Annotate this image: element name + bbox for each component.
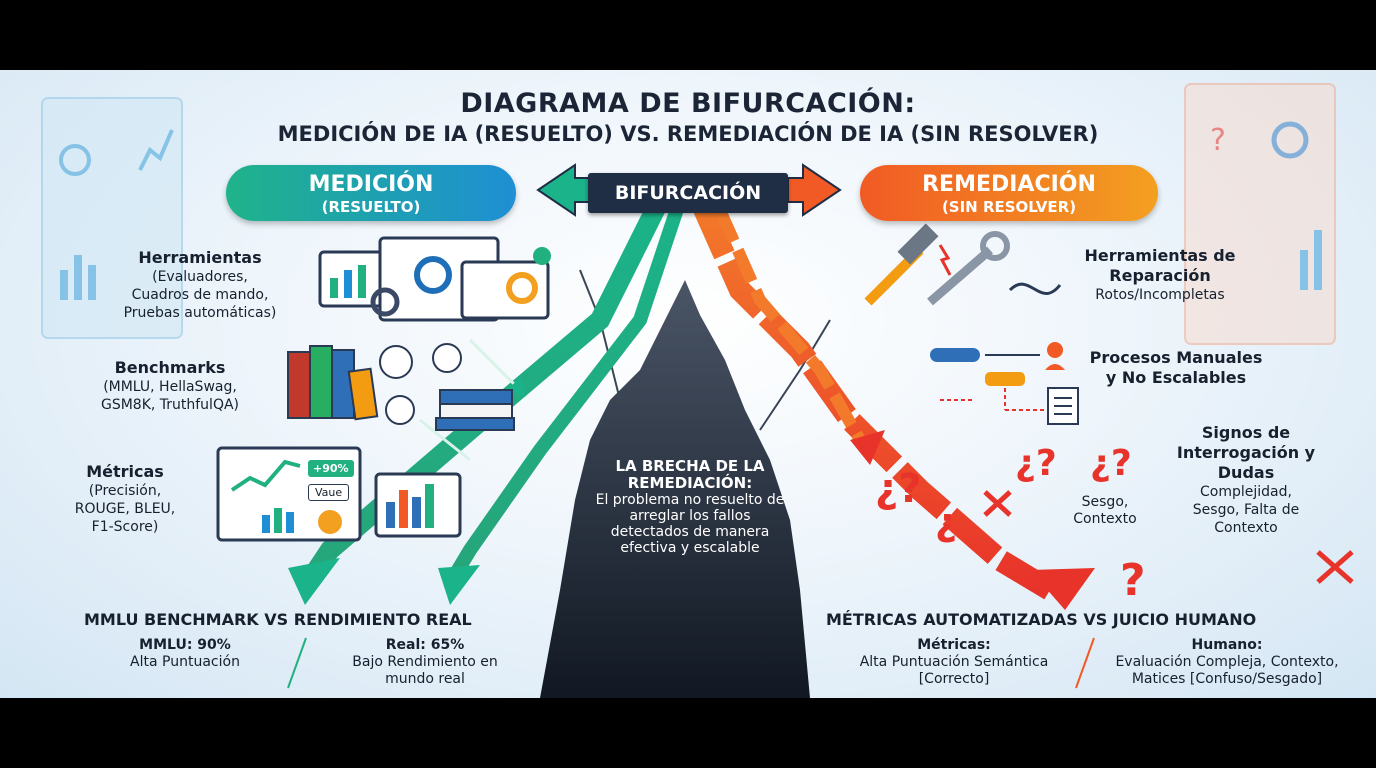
- human-note: Evaluación Compleja, Contexto, Matices […: [1115, 654, 1339, 687]
- error-x-icon: [1316, 550, 1354, 584]
- books-icon: [287, 343, 515, 431]
- bottom-left-title: MMLU BENCHMARK VS RENDIMIENTO REAL: [84, 610, 472, 629]
- right-item-manual-processes-heading: Procesos Manuales y No Escalables: [1089, 348, 1263, 387]
- bottom-right-divider: [1075, 637, 1095, 689]
- right-item-repair-tools: Herramientas de Reparación Rotos/Incompl…: [1058, 246, 1262, 304]
- left-item-benchmarks-line: (MMLU, HellaSwag,: [103, 379, 237, 395]
- remediation-pill: REMEDIACIÓN (SIN RESOLVER): [860, 165, 1158, 221]
- gap-body: El problema no resuelto de arreglar los …: [595, 492, 785, 556]
- left-item-tools: Herramientas (Evaluadores, Cuadros de ma…: [95, 248, 305, 322]
- measurement-pill-title: MEDICIÓN: [308, 172, 434, 197]
- metrics-note: Alta Puntuación Semántica [Correcto]: [859, 654, 1049, 687]
- mmlu-score: MMLU: 90%: [139, 637, 231, 653]
- diagram-graphics: ?: [41, 83, 1354, 698]
- diagram-subtitle: MEDICIÓN DE IA (RESUELTO) VS. REMEDIACIÓ…: [277, 122, 1099, 146]
- right-item-manual-processes: Procesos Manuales y No Escalables: [1088, 348, 1264, 388]
- bottom-left-divider: [287, 637, 307, 689]
- broken-tools-icon: [864, 223, 1062, 306]
- question-marks-icon: ¿? ¿? ¿? ¿ ?: [875, 443, 1146, 606]
- value-badge: Vaue: [308, 484, 350, 501]
- right-hologram-panel: ?: [1184, 83, 1336, 345]
- measurement-pill-subtitle: (RESUELTO): [321, 198, 421, 216]
- right-item-questions-heading: Signos de Interrogación y Dudas: [1176, 423, 1316, 482]
- bifurcation-label: BIFURCACIÓN: [588, 173, 788, 213]
- svg-text:¿: ¿: [935, 500, 957, 544]
- left-item-metrics-heading: Métricas: [86, 462, 164, 481]
- left-item-metrics-line: ROUGE, BLEU,: [74, 501, 176, 517]
- human-heading: Humano:: [1191, 637, 1263, 653]
- right-item-repair-tools-line: Rotos/Incompletas: [1095, 287, 1225, 303]
- left-arrow-icon: [536, 163, 591, 217]
- process-flow-icon: [930, 342, 1079, 425]
- metrics-heading: Métricas:: [917, 637, 991, 653]
- left-item-metrics: Métricas (Precisión, ROUGE, BLEU, F1-Sco…: [45, 462, 205, 536]
- svg-text:¿?: ¿?: [1090, 443, 1132, 484]
- right-item-questions-line: Sesgo, Falta de: [1192, 502, 1300, 518]
- bottom-right-title: MÉTRICAS AUTOMATIZADAS VS JUICIO HUMANO: [826, 610, 1257, 629]
- left-item-tools-line: (Evaluadores,: [152, 269, 248, 285]
- right-item-questions-line: Contexto: [1214, 520, 1278, 536]
- svg-text:?: ?: [1120, 555, 1146, 606]
- bottom-right-metrics: Métricas: Alta Puntuación Semántica [Cor…: [838, 637, 1070, 688]
- remediation-gap-chasm: [540, 280, 810, 698]
- right-item-questions-line: Complejidad,: [1200, 484, 1292, 500]
- bias-context-note: Sesgo, Contexto: [1073, 494, 1137, 527]
- left-item-tools-line: Cuadros de mando,: [131, 287, 269, 303]
- gap-heading: LA BRECHA DE LA REMEDIACIÓN:: [615, 457, 765, 492]
- real-score: Real: 65%: [385, 637, 465, 653]
- measurement-path: [288, 195, 687, 605]
- right-arrow-icon: [787, 163, 842, 217]
- right-item-questions: Signos de Interrogación y Dudas Compleji…: [1156, 423, 1336, 537]
- remediation-path: [689, 195, 1095, 610]
- left-hologram-panel: [41, 97, 183, 339]
- svg-text:¿?: ¿?: [875, 466, 921, 512]
- right-item-repair-tools-heading: Herramientas de Reparación: [1084, 246, 1236, 285]
- diagram-title: DIAGRAMA DE BIFURCACIÓN:: [460, 88, 916, 119]
- left-item-metrics-line: F1-Score): [91, 519, 159, 535]
- real-score-note: Bajo Rendimiento en mundo real: [352, 654, 498, 687]
- left-item-benchmarks: Benchmarks (MMLU, HellaSwag, GSM8K, Trut…: [60, 358, 280, 414]
- remediation-gap-text: LA BRECHA DE LA REMEDIACIÓN: El problema…: [590, 457, 790, 557]
- remediation-pill-subtitle: (SIN RESOLVER): [941, 198, 1077, 216]
- bottom-right-human: Humano: Evaluación Compleja, Contexto, M…: [1094, 637, 1360, 688]
- left-item-benchmarks-heading: Benchmarks: [114, 358, 226, 377]
- remediation-pill-title: REMEDIACIÓN: [922, 172, 1096, 197]
- diagram-canvas: ?: [0, 70, 1376, 698]
- mmlu-score-note: Alta Puntuación: [130, 654, 240, 670]
- bottom-left-mmlu: MMLU: 90% Alta Puntuación: [100, 637, 270, 671]
- svg-text:¿?: ¿?: [1015, 443, 1057, 484]
- left-item-tools-line: Pruebas automáticas): [123, 305, 277, 321]
- bottom-left-real: Real: 65% Bajo Rendimiento en mundo real: [335, 637, 515, 688]
- measurement-pill: MEDICIÓN (RESUELTO): [226, 165, 516, 221]
- dashboard-monitors-icon: [318, 236, 551, 322]
- left-item-tools-heading: Herramientas: [138, 248, 262, 267]
- left-item-metrics-line: (Precisión,: [88, 483, 162, 499]
- left-item-benchmarks-line: GSM8K, TruthfulQA): [100, 397, 240, 413]
- percent-badge: +90%: [308, 460, 354, 477]
- svg-text:?: ?: [1210, 123, 1226, 158]
